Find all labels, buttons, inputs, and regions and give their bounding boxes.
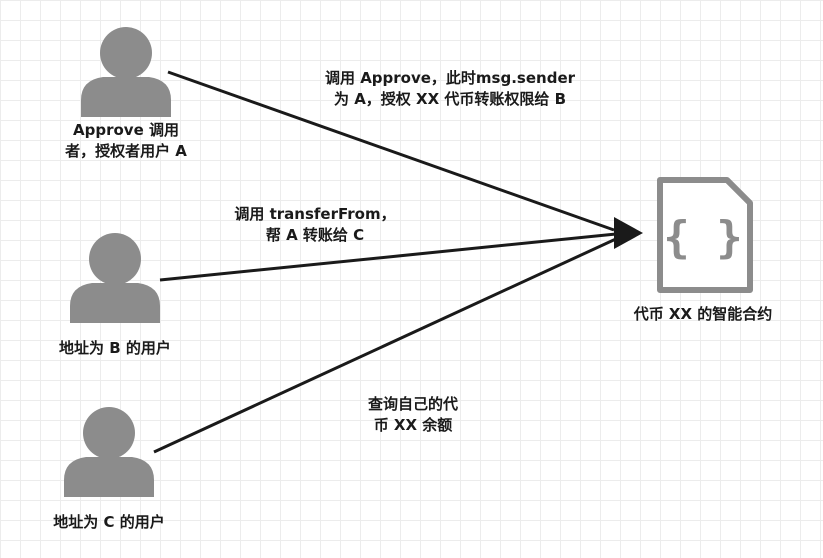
actor-a-head [100,27,152,79]
actor-a [81,27,171,117]
actor-c-label: 地址为 C 的用户 [14,512,204,533]
edge-approve-label: 调用 Approve，此时msg.sender 为 A，授权 XX 代币转账权限… [285,68,615,110]
actor-b-head [89,233,141,285]
edge-balance-label: 查询自己的代 币 XX 余额 [338,394,488,436]
edge-approve-arrow [167,70,615,232]
edge-transferfrom-label-line-1: 调用 transferFrom， [234,205,396,223]
contract-icon-glyph: { } [663,212,742,263]
actor-b-label-line-1: 地址为 B 的用户 [59,339,171,357]
actor-b-label: 地址为 B 的用户 [20,338,210,359]
edge-approve-label-line-2: 为 A，授权 XX 代币转账权限给 B [333,90,567,108]
actor-b-body [70,283,160,323]
edge-transferfrom [159,232,617,282]
edge-balance [153,236,619,454]
actor-a-body [81,77,171,117]
edge-transferfrom-arrow [159,232,617,282]
edge-approve [167,70,643,249]
actor-a-label: Approve 调用 者，授权者用户 A [36,120,216,162]
edge-balance-arrow [153,236,619,454]
edge-balance-label-line-2: 币 XX 余额 [373,416,453,434]
contract-label: 代币 XX 的智能合约 [633,305,773,323]
edge-approve-label-line-1: 调用 Approve，此时msg.sender [324,69,576,87]
edge-approve-arrowhead [614,217,643,249]
actor-c-label-line-1: 地址为 C 的用户 [53,513,165,531]
contract-file-shape [657,177,753,293]
actor-a-label-line-2: 者，授权者用户 A [65,142,187,160]
actor-c-body [64,457,154,497]
actor-a-label-line-1: Approve 调用 [73,121,179,139]
actor-c [64,407,154,497]
edge-balance-label-line-1: 查询自己的代 [367,395,458,413]
actor-c-head [83,407,135,459]
edge-transferfrom-label-line-2: 帮 A 转账给 C [265,226,365,244]
edge-transferfrom-label: 调用 transferFrom， 帮 A 转账给 C [205,204,425,246]
actor-b [70,233,160,323]
code-file-icon: { } [657,177,753,293]
